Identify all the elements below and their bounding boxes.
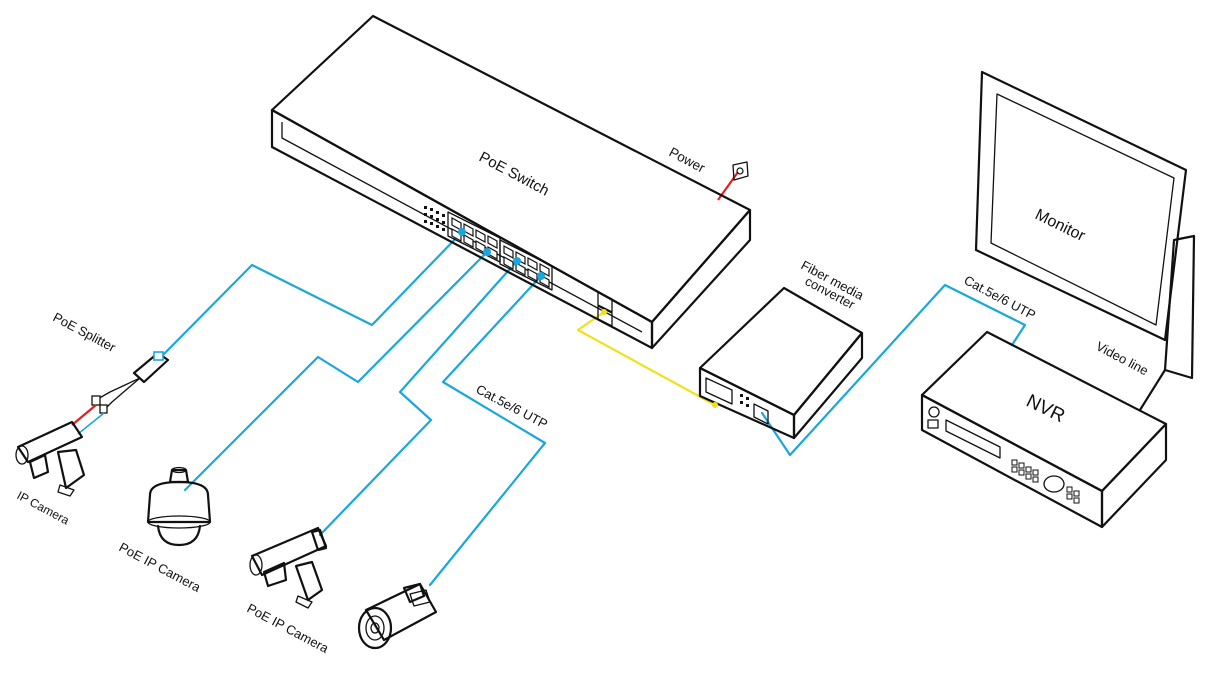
cable-dome-camera — [183, 250, 489, 492]
dome-camera-icon — [146, 466, 212, 547]
cables — [158, 171, 1027, 587]
poe-switch-label: PoE Switch — [476, 149, 552, 200]
cable-box-camera — [318, 259, 519, 537]
power-outlet-icon — [732, 161, 749, 181]
cable-fiber — [576, 311, 716, 406]
monitor-label: Monitor — [1032, 206, 1088, 245]
video-line-label: Video line — [1094, 338, 1151, 378]
nvr-label: NVR — [1023, 391, 1068, 427]
cable-converter-to-nvr — [760, 283, 1027, 457]
nvr-icon — [920, 330, 1168, 529]
poe-splitter-label: PoE Splitter — [51, 309, 119, 355]
poe-switch-icon — [270, 14, 752, 350]
ip-camera-icon — [15, 420, 86, 497]
fiber-converter-icon — [698, 286, 864, 440]
monitor-icon — [974, 70, 1196, 412]
bullet-camera-icon — [357, 582, 438, 650]
cable-right-label: Cat.5e/6 UTP — [962, 272, 1039, 322]
cable-splitter — [158, 230, 464, 360]
poe-ip-camera-dome-label: PoE IP Camera — [117, 539, 204, 595]
poe-ip-camera-bullet-label: PoE IP Camera — [245, 600, 332, 656]
labels: PoE Switch Power Fiber media converter M… — [15, 144, 1151, 656]
poe-splitter-icon — [71, 351, 170, 435]
cable-bullet-camera — [428, 274, 547, 587]
box-camera-icon — [249, 526, 328, 609]
